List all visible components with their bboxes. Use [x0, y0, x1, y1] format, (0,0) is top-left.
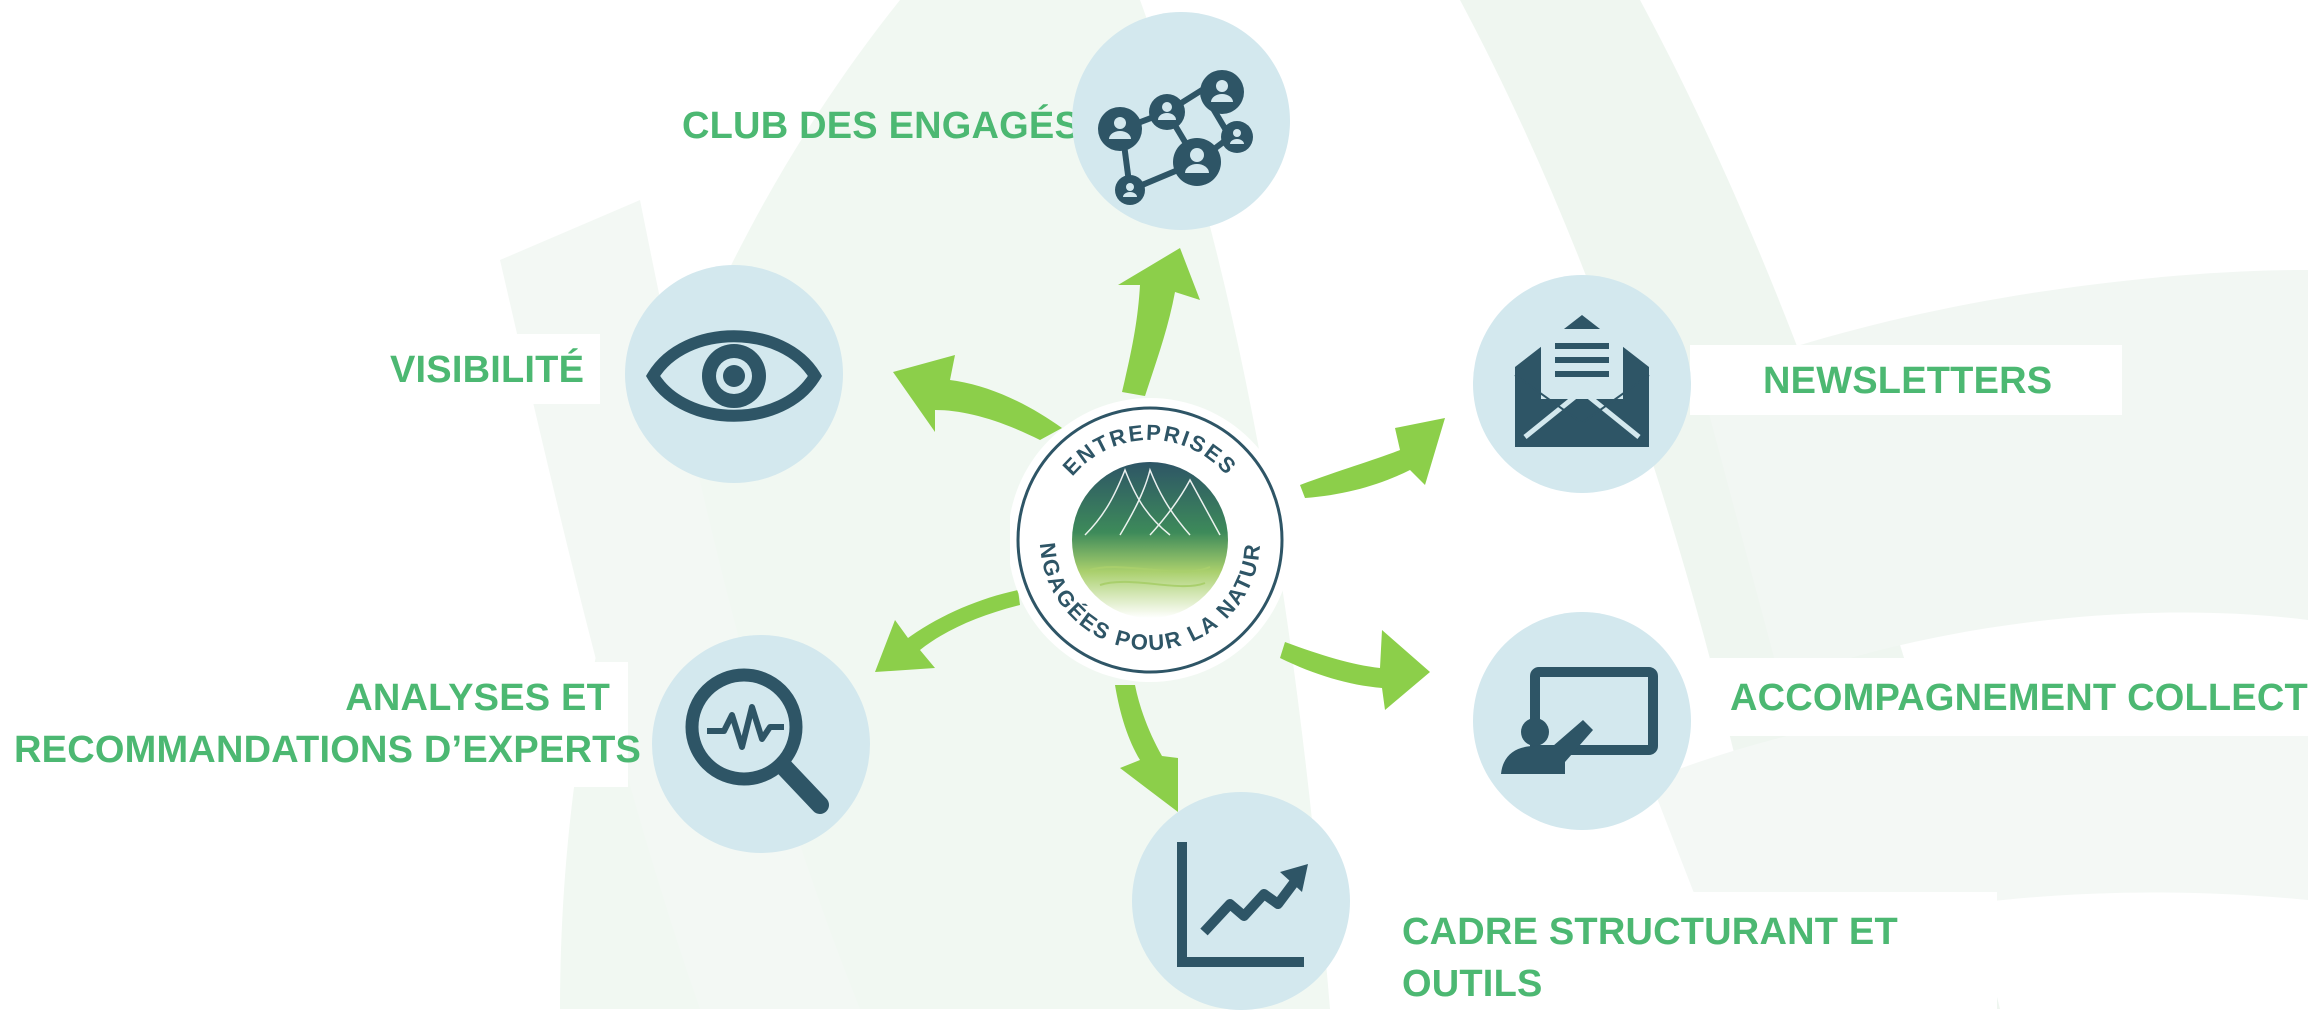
visibilite-label: VISIBILITÉ — [390, 349, 585, 391]
cadre-label-line1: CADRE STRUCTURANT ET — [1402, 911, 1898, 953]
club-circle — [1072, 12, 1290, 230]
presenter-board-icon — [1501, 667, 1658, 774]
newsletters-label: NEWSLETTERS — [1763, 360, 2053, 402]
cadre-label-line2: OUTILS — [1402, 963, 1543, 1005]
logo-landscape-icon — [1072, 462, 1228, 618]
arrow-to-club — [1118, 248, 1200, 396]
newsletters-label-box — [1690, 345, 2122, 415]
analyses-label-line1: ANALYSES ET — [345, 677, 610, 719]
accompagnement-label: ACCOMPAGNEMENT COLLECTIF — [1730, 677, 2308, 719]
cadre-label: CADRE STRUCTURANT ET OUTILS — [1402, 906, 1898, 1010]
eye-icon — [645, 330, 823, 422]
analyses-label-line2: RECOMMANDATIONS D’EXPERTS — [14, 729, 642, 771]
club-label: CLUB DES ENGAGÉS — [682, 105, 1081, 147]
cadre-label-box — [1382, 892, 1997, 1009]
visibilite-label-box — [370, 334, 600, 404]
cadre-circle — [1132, 792, 1350, 1010]
newsletters-circle — [1473, 275, 1691, 493]
arrow-to-accompagnement — [1280, 630, 1430, 710]
magnifier-pulse-icon — [685, 668, 829, 814]
analyses-label: ANALYSES ET RECOMMANDATIONS D’EXPERTS — [14, 672, 642, 776]
accompagnement-circle — [1473, 612, 1691, 830]
analyses-label-box — [0, 662, 628, 787]
accompagnement-label-box — [1710, 658, 2308, 736]
arrow-to-newsletters — [1300, 418, 1445, 498]
network-people-icon — [1098, 70, 1253, 205]
arrow-to-visibilite — [893, 355, 1062, 440]
center-logo: ENTREPRISES ENGAGÉES POUR LA NATURE — [1010, 395, 1290, 682]
growth-chart-icon — [1177, 842, 1308, 967]
visibilite-circle — [625, 265, 843, 483]
arrow-to-cadre — [1115, 685, 1178, 812]
arrow-to-analyses — [875, 590, 1020, 672]
analyses-circle — [652, 635, 870, 853]
envelope-letter-icon — [1514, 315, 1650, 447]
